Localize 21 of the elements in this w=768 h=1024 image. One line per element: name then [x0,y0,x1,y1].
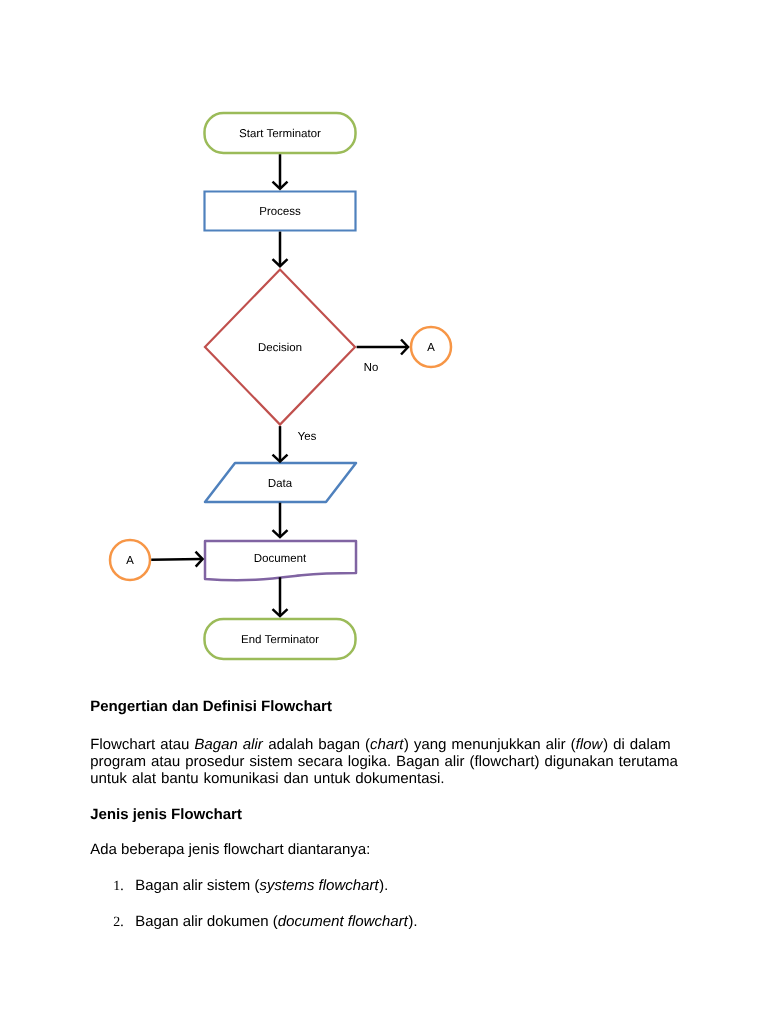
list-number: 1. [114,880,123,891]
list-item: Bagan alir sistem (systems flowchart). [136,879,387,894]
arrow [271,577,289,618]
terminator-box: Start Terminator [203,111,357,155]
list-number: 2. [113,916,123,927]
arrow [271,154,289,191]
terminator-box: End Terminator [203,617,357,661]
list-item: Bagan alir dokumen (document flowchart). [136,915,417,930]
data-parallelogram: Data [203,461,358,504]
paragraph: Flowchart atau Bagan alir adalah bagan (chart) yang menunjukkan alir (flow) di dalam program atau prosedur sistem secara logika. Bagan alir (flowchart) digunakan terutama untuk alat bantu komunikasi dan untuk dokumentasi. [91,738,678,784]
section-heading: Pengertian dan Definisi Flowchart [91,700,332,715]
body-text: Ada beberapa jenis flowchart diantaranya: [90,843,369,858]
arrow [271,502,289,539]
arrow [356,338,410,356]
arrow [271,426,289,464]
edge-label: Yes [296,431,318,441]
section-heading: Jenis jenis Flowchart [90,808,242,823]
process-box: Process [203,190,357,232]
edge-label: No [362,362,380,372]
arrow [271,231,289,268]
arrow [151,550,205,568]
